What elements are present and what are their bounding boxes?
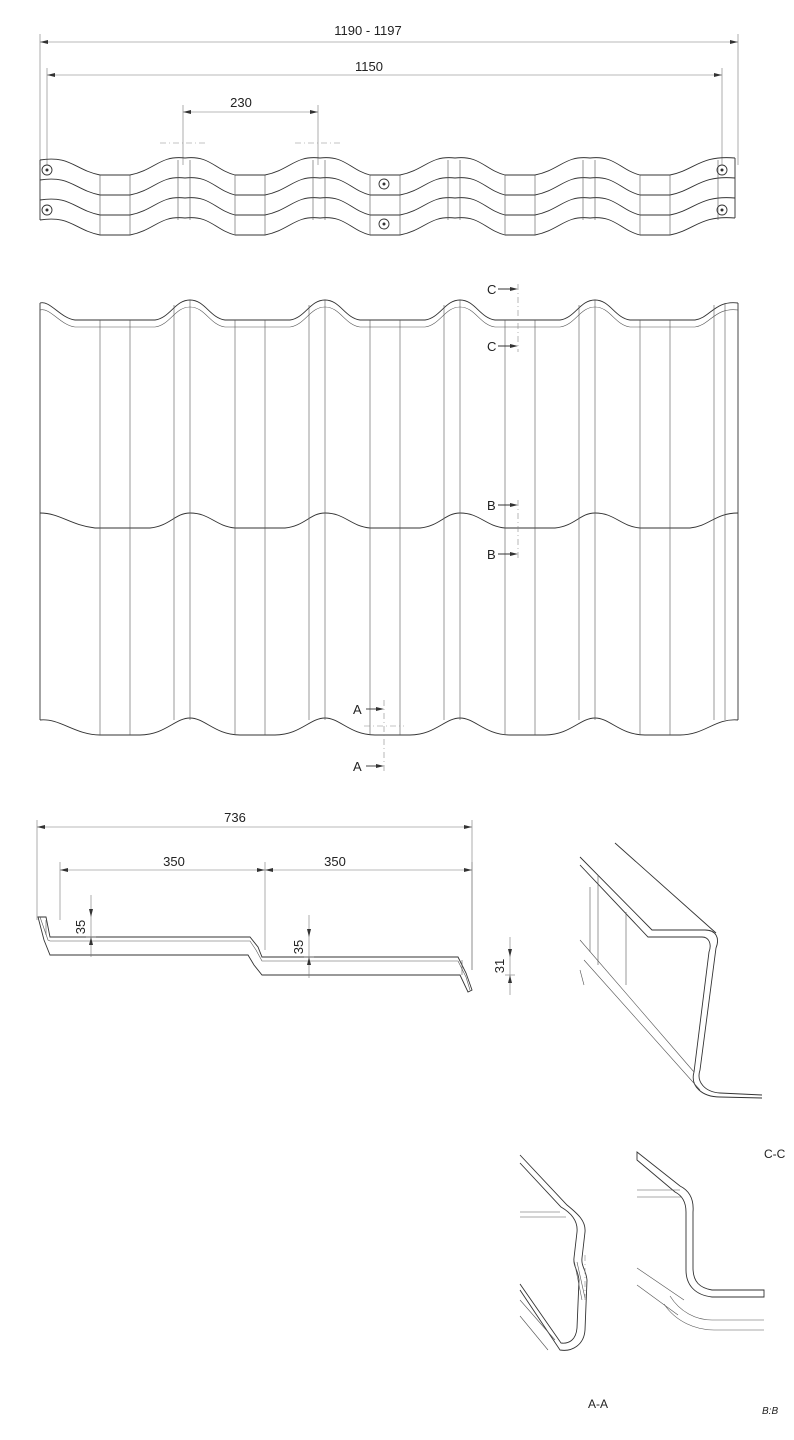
section-detail-cc: C-C (579, 842, 786, 1161)
section-c-top-label: C (487, 282, 496, 297)
section-bb-label: B:B (762, 1406, 778, 1417)
dim-overall-width: 1190 - 1197 (39, 23, 739, 165)
dim-profile-length: 736 (36, 810, 473, 970)
section-c-bottom-label: C (487, 339, 496, 354)
dim-step2-label: 350 (324, 854, 346, 869)
dim-effective-width: 1150 (46, 59, 723, 165)
section-a-top-label: A (353, 702, 362, 717)
front-view: C C B B A A (39, 282, 739, 774)
dim-h2-label: 35 (291, 940, 306, 954)
dim-profile-steps: 350 350 (59, 854, 473, 970)
dim-pitch: 230 (160, 95, 340, 165)
dim-heights: 35 35 31 (73, 895, 515, 995)
top-view: 1190 - 1197 1150 230 (39, 23, 739, 236)
section-a-bottom-label: A (353, 759, 362, 774)
section-cut-b: B B (487, 498, 519, 562)
section-cut-a: A A (353, 700, 404, 774)
dim-h1-label: 35 (73, 920, 88, 934)
dim-overall-width-label: 1190 - 1197 (334, 23, 401, 38)
dim-step1-label: 350 (163, 854, 185, 869)
dim-effective-width-label: 1150 (355, 59, 383, 74)
section-cc-label: C-C (764, 1147, 786, 1161)
screw-markers (41, 164, 728, 230)
section-cut-c: C C (487, 282, 519, 354)
profile-view: 736 350 350 (36, 810, 515, 995)
section-detail-bb: B:B (636, 1151, 778, 1417)
section-detail-aa: A-A (519, 1154, 608, 1411)
dim-profile-length-label: 736 (224, 810, 246, 825)
section-b-top-label: B (487, 498, 496, 513)
section-b-bottom-label: B (487, 547, 496, 562)
section-aa-label: A-A (588, 1397, 608, 1411)
top-view-profile-lines (39, 157, 736, 236)
dim-pitch-label: 230 (230, 95, 252, 110)
dim-h3-label: 31 (492, 959, 507, 973)
